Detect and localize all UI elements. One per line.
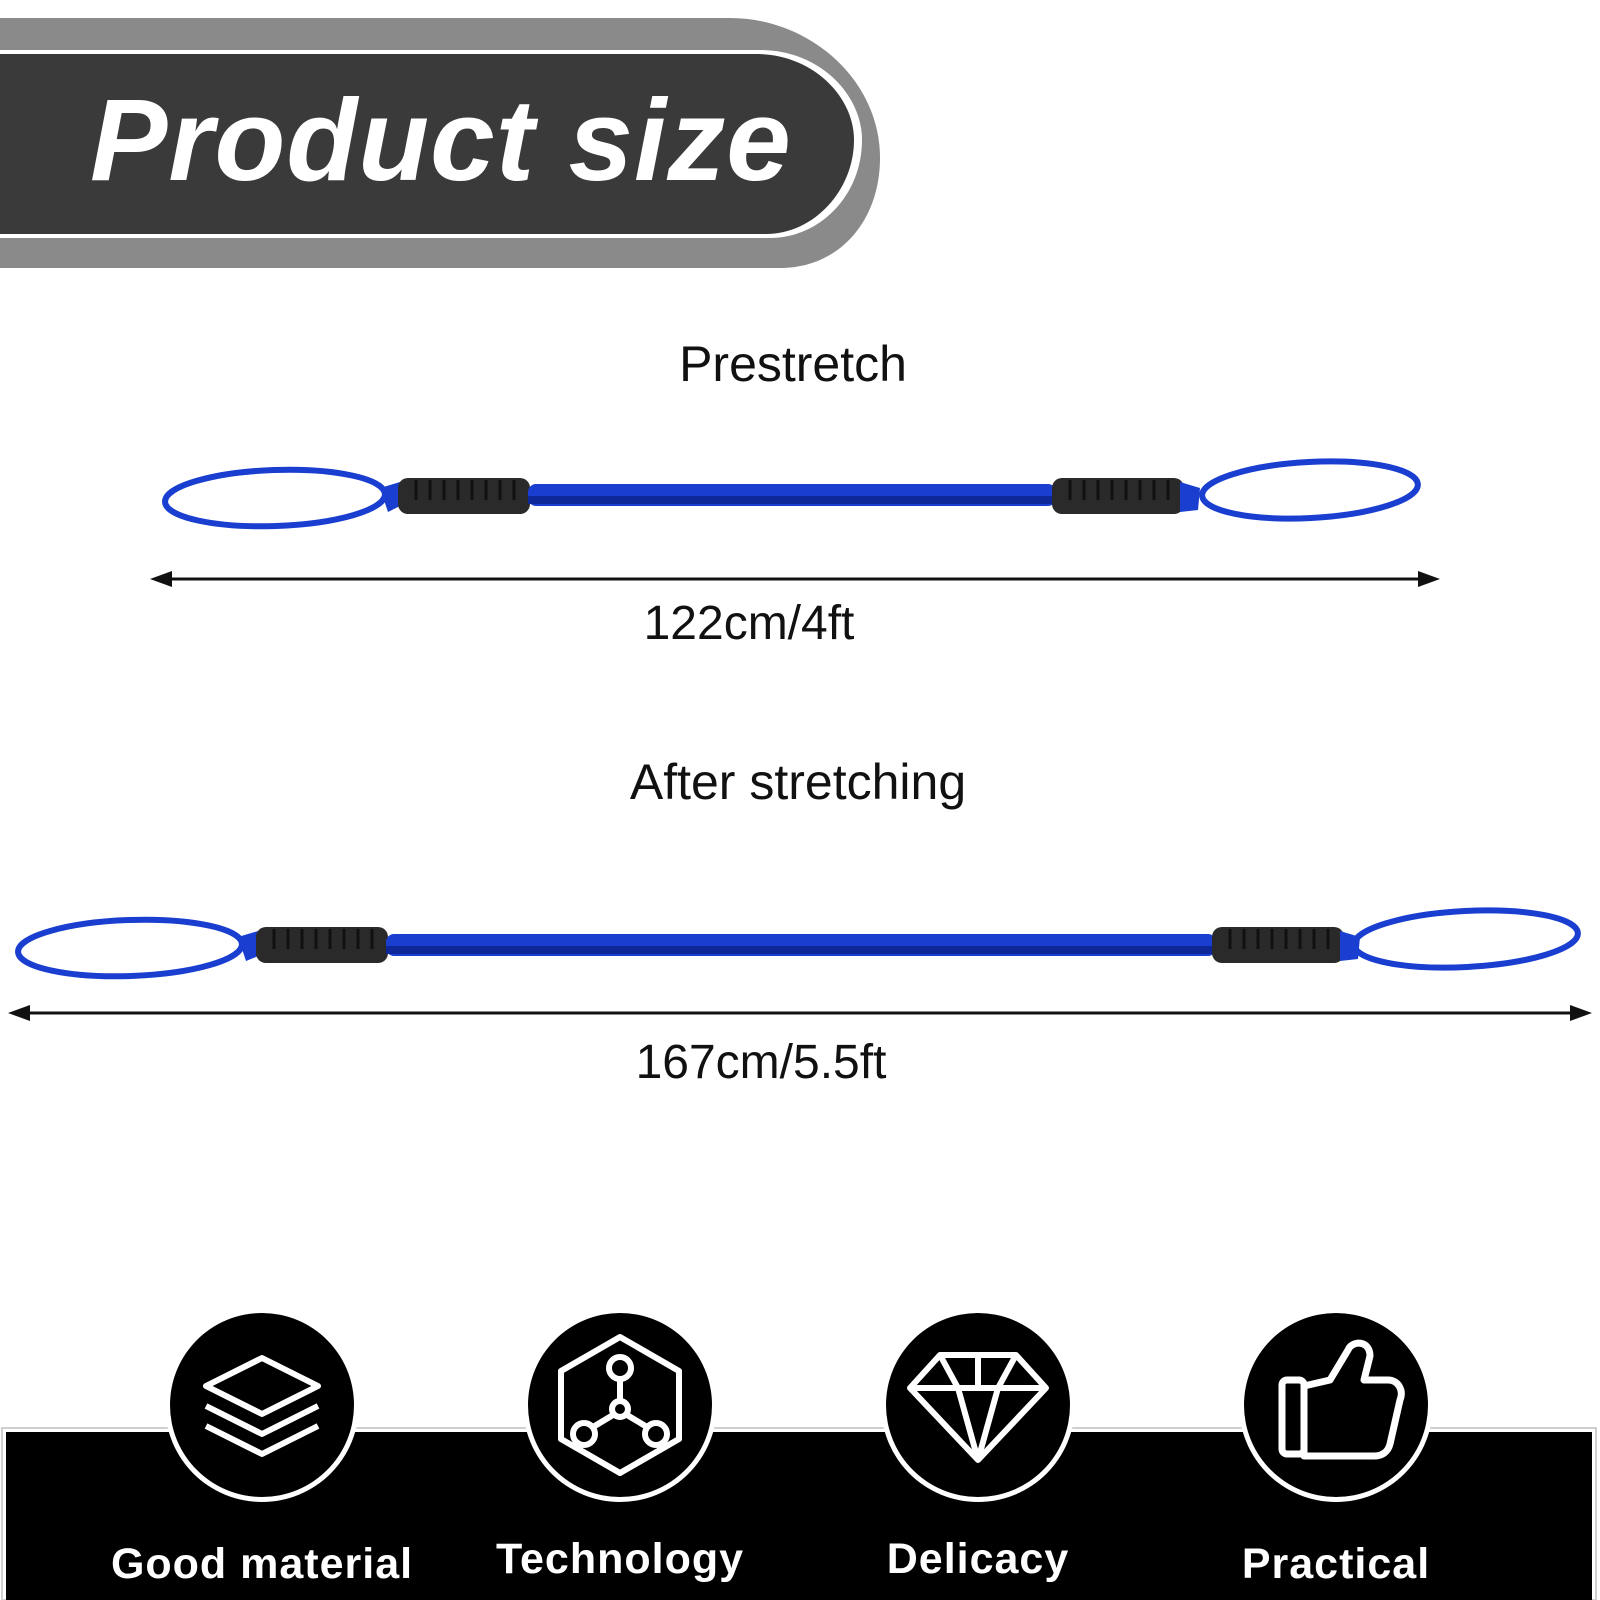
feature-label-good-material: Good material (110, 1540, 414, 1588)
left-grip-ridges (414, 480, 516, 500)
main-cord-shade (386, 946, 1216, 954)
prestretch-measurement: 122cm/4ft (643, 597, 855, 650)
thumbs-up-icon (1278, 1339, 1405, 1460)
diamond-icon (907, 1352, 1049, 1463)
left-loop (162, 466, 388, 530)
molecule-hexagon-icon (558, 1334, 682, 1476)
right-grip (1052, 478, 1184, 514)
prestretch-dimension-arrow (150, 571, 1440, 587)
feature-icons-row (165, 1308, 1433, 1502)
right-grip (1212, 927, 1344, 963)
stretched-label: After stretching (629, 754, 967, 810)
feature-disc-technology (523, 1308, 717, 1502)
feature-disc-delicacy (881, 1308, 1075, 1502)
feature-label-practical: Practical (1241, 1540, 1431, 1588)
stretched-dimension-arrow (8, 1005, 1592, 1021)
feature-label-technology: Technology (495, 1535, 745, 1583)
page-title: Product size (90, 75, 792, 205)
title-banner (0, 18, 880, 268)
right-grip-ridges (1068, 480, 1170, 500)
right-knot (1180, 482, 1200, 512)
left-grip (256, 927, 388, 963)
prestretch-label: Prestretch (679, 336, 907, 392)
feature-disc-practical (1239, 1308, 1433, 1502)
main-cord-shade (528, 496, 1056, 504)
right-grip-ridges (1228, 929, 1330, 949)
feature-label-delicacy: Delicacy (886, 1535, 1070, 1583)
banner-fill-shape (0, 54, 854, 234)
layers-icon (203, 1355, 321, 1457)
stretched-measurement: 167cm/5.5ft (635, 1036, 887, 1089)
right-loop (1199, 458, 1421, 522)
stretched-rope-image (15, 907, 1581, 980)
left-grip (398, 478, 530, 514)
left-grip-ridges (272, 929, 374, 949)
prestretch-rope-image (162, 458, 1421, 530)
left-loop (15, 916, 245, 980)
feature-disc-good-material (165, 1308, 359, 1502)
right-loop (1351, 907, 1581, 971)
